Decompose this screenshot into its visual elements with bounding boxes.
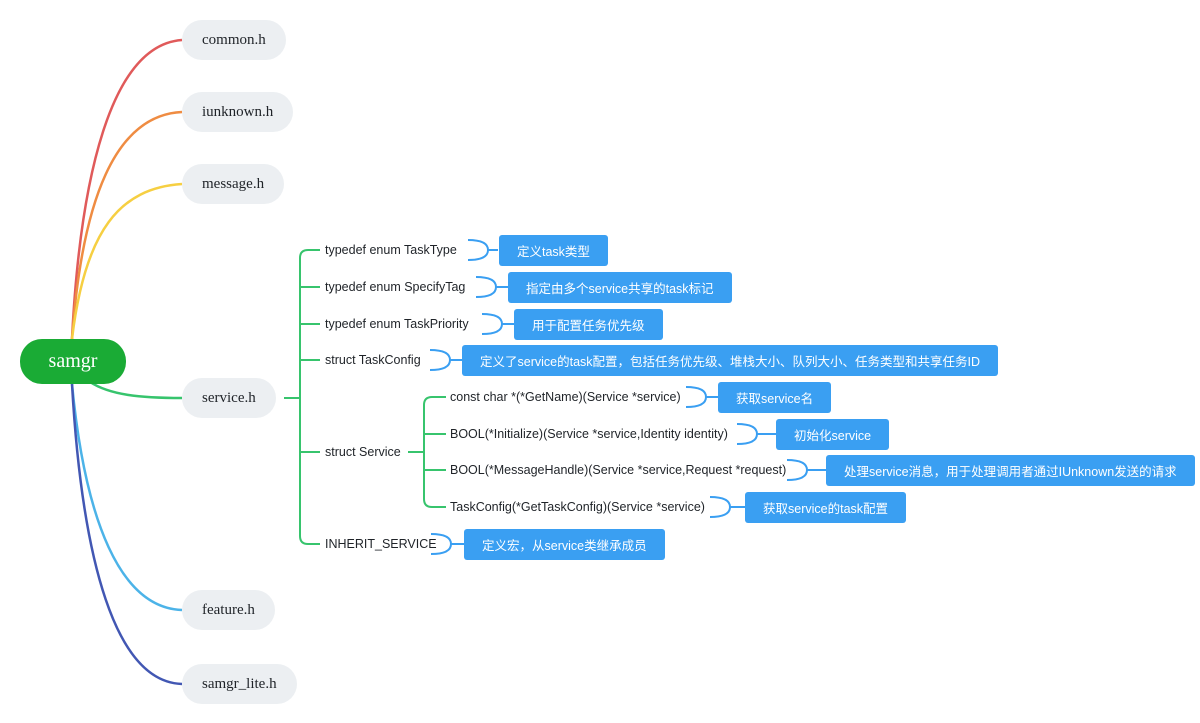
note-get-task-config[interactable]: 获取service的task配置 xyxy=(745,492,907,523)
node-iunknown-h[interactable]: iunknown.h xyxy=(182,92,294,132)
node-get-name[interactable]: const char *(*GetName)(Service *service) xyxy=(450,390,681,404)
node-get-task-config[interactable]: TaskConfig(*GetTaskConfig)(Service *serv… xyxy=(450,500,705,514)
node-initialize[interactable]: BOOL(*Initialize)(Service *service,Ident… xyxy=(450,427,728,441)
node-task-type[interactable]: typedef enum TaskType xyxy=(325,243,457,257)
note-specify-tag[interactable]: 指定由多个service共享的task标记 xyxy=(508,272,732,303)
branch-iunknown xyxy=(70,110,183,340)
root-node[interactable]: samgr xyxy=(20,339,126,384)
node-service-h[interactable]: service.h xyxy=(182,378,276,418)
node-samgr-lite-h[interactable]: samgr_lite.h xyxy=(182,664,297,704)
node-struct-service[interactable]: struct Service xyxy=(325,445,401,459)
branch-service xyxy=(89,380,183,400)
node-message-handle[interactable]: BOOL(*MessageHandle)(Service *service,Re… xyxy=(450,463,787,477)
branch-message xyxy=(70,182,183,340)
note-initialize[interactable]: 初始化service xyxy=(776,419,890,450)
node-common-h[interactable]: common.h xyxy=(182,20,286,60)
node-message-h[interactable]: message.h xyxy=(182,164,285,204)
node-inherit-service[interactable]: INHERIT_SERVICE xyxy=(325,537,437,551)
note-task-priority[interactable]: 用于配置任务优先级 xyxy=(514,309,663,340)
note-get-name[interactable]: 获取service名 xyxy=(718,382,832,413)
branch-common xyxy=(70,38,183,340)
node-task-priority[interactable]: typedef enum TaskPriority xyxy=(325,317,469,331)
note-task-config[interactable]: 定义了service的task配置，包括任务优先级、堆栈大小、队列大小、任务类型… xyxy=(462,345,999,376)
node-feature-h[interactable]: feature.h xyxy=(182,590,275,630)
branch-feature xyxy=(70,383,183,612)
node-specify-tag[interactable]: typedef enum SpecifyTag xyxy=(325,280,466,294)
node-task-config[interactable]: struct TaskConfig xyxy=(325,353,421,367)
note-task-type[interactable]: 定义task类型 xyxy=(499,235,608,266)
note-inherit-service[interactable]: 定义宏，从service类继承成员 xyxy=(464,529,665,560)
branch-samgr-lite xyxy=(70,383,183,686)
note-message-handle[interactable]: 处理service消息，用于处理调用者通过IUnknown发送的请求 xyxy=(826,455,1195,486)
